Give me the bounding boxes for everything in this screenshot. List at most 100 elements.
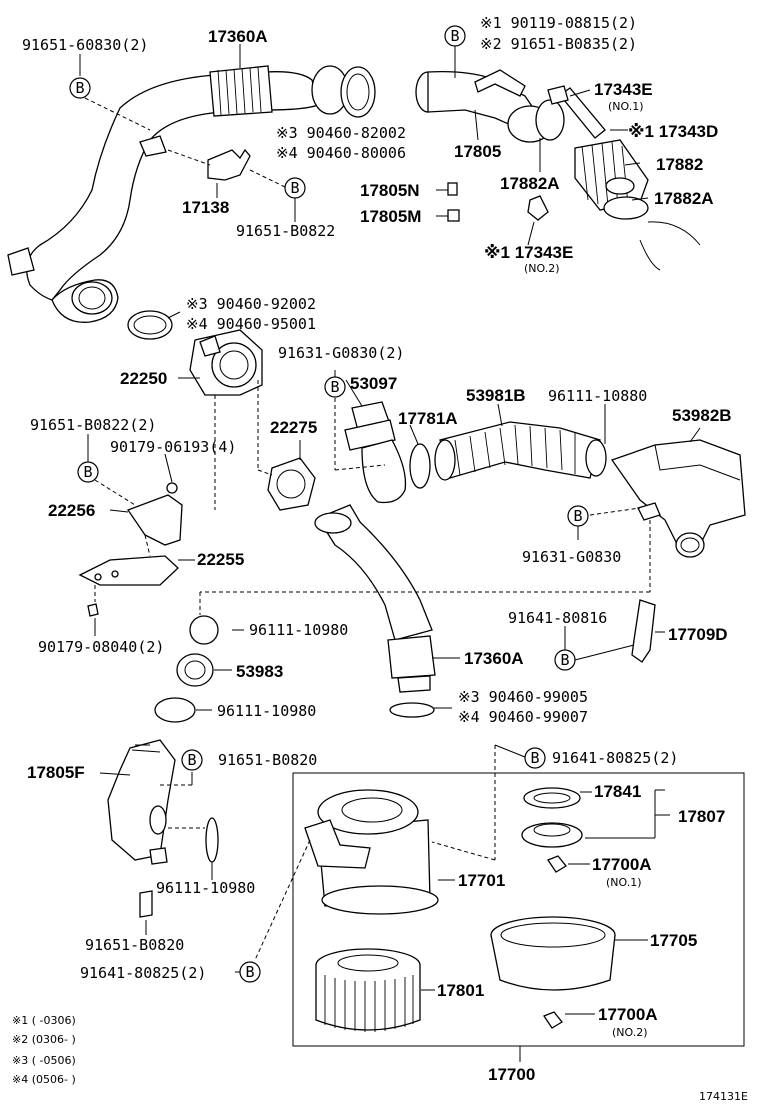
label-17360A-mid: 17360A <box>464 649 524 668</box>
label-91641-80825-b: 91641-80825(2) <box>80 964 206 982</box>
cap-17841 <box>521 787 583 848</box>
label-17781A: 17781A <box>398 409 458 428</box>
label-17700: 17700 <box>488 1065 535 1084</box>
label-17705: 17705 <box>650 931 697 950</box>
label-91651-B0820-b: 91651-B0820 <box>85 936 184 954</box>
intake-hose-17360A-mid <box>314 504 436 693</box>
filter-element-17801 <box>315 948 421 1032</box>
label-17805: 17805 <box>454 142 501 161</box>
label-22255: 22255 <box>197 550 244 569</box>
ref-marker-b-2: B <box>284 177 306 199</box>
ref-marker-b-3: B <box>444 25 466 47</box>
hose-17882 <box>574 139 649 220</box>
label-90460-95001: ※4 90460-95001 <box>186 315 316 333</box>
label-no1-b: (NO.1) <box>606 876 642 889</box>
throttle-body-22250 <box>127 310 263 396</box>
duct-17805F <box>107 739 219 918</box>
label-17807: 17807 <box>678 807 725 826</box>
label-17805M: 17805M <box>360 207 421 226</box>
hose-53981B <box>434 421 607 481</box>
label-17701: 17701 <box>458 871 505 890</box>
label-17360A-top: 17360A <box>208 27 268 46</box>
ref-marker-b-1: B <box>69 77 91 99</box>
ref-marker-b-8: B <box>181 749 203 771</box>
bracket-22256 <box>126 494 183 546</box>
footnote-3: ※3 ( -0506) <box>12 1054 76 1067</box>
label-96111-10980-a: 96111-10980 <box>249 621 348 639</box>
svg-text:B: B <box>560 651 569 669</box>
label-17343E-1: 17343E <box>594 80 653 99</box>
bracket-17709D <box>631 599 656 663</box>
ref-marker-b-4: B <box>324 376 346 398</box>
label-91631-G0830-2: 91631-G0830(2) <box>278 344 404 362</box>
label-90179-06193: 90179-06193(4) <box>110 438 236 456</box>
assembly-box-17700 <box>292 772 745 1047</box>
svg-text:B: B <box>530 749 539 767</box>
label-91631-G0830: 91631-G0830 <box>522 548 621 566</box>
clip-17138 <box>207 148 251 181</box>
label-90179-08040: 90179-08040(2) <box>38 638 164 656</box>
label-96111-10980-b: 96111-10980 <box>217 702 316 720</box>
label-17700A-2: 17700A <box>598 1005 658 1024</box>
part-labels: 91651-60830(2) 17360A ※3 90460-82002 ※4 … <box>22 14 732 1084</box>
label-17343D: ※1 17343D <box>628 122 718 141</box>
resonator-53097 <box>344 401 407 504</box>
footnote-1: ※1 ( -0306) <box>12 1014 76 1027</box>
clamp-17781A <box>409 443 431 489</box>
label-no1-a: (NO.1) <box>608 100 644 113</box>
clamp-96111-10980-a <box>189 615 219 645</box>
label-17882A-1: 17882A <box>500 174 560 193</box>
svg-text:B: B <box>290 179 299 197</box>
gasket-22275 <box>267 457 316 511</box>
label-91651-60830: 91651-60830(2) <box>22 36 148 54</box>
leader-lines <box>79 44 701 1062</box>
label-17882A-2: 17882A <box>654 189 714 208</box>
footnote-2: ※2 (0306- ) <box>12 1033 76 1046</box>
svg-text:B: B <box>75 79 84 97</box>
label-17841: 17841 <box>594 782 641 801</box>
ref-marker-b-7: B <box>554 649 576 671</box>
footnotes: ※1 ( -0306) ※2 (0306- ) ※3 ( -0506) ※4 (… <box>12 1014 76 1086</box>
ref-marker-b-9: B <box>524 747 546 769</box>
label-91651-B0822: 91651-B0822 <box>236 222 335 240</box>
clip-17700A-2 <box>543 1011 563 1029</box>
label-53981B: 53981B <box>466 386 526 405</box>
diagram-id: 174131E <box>699 1090 748 1103</box>
clip-17343E-2 <box>527 195 549 221</box>
clamp-90460-99005 <box>389 702 435 718</box>
ref-marker-b-10: B <box>239 961 261 983</box>
label-no2-a: (NO.2) <box>524 262 560 275</box>
intake-pipe-17360A-top <box>7 65 376 323</box>
label-90460-99007: ※4 90460-99007 <box>458 708 588 726</box>
label-90119-08815: ※1 90119-08815(2) <box>480 14 637 32</box>
label-90460-82002: ※3 90460-82002 <box>276 124 406 142</box>
label-53982B: 53982B <box>672 406 732 425</box>
label-91651-B0820-a: 91651-B0820 <box>218 751 317 769</box>
label-90460-80006: ※4 90460-80006 <box>276 144 406 162</box>
svg-text:B: B <box>330 378 339 396</box>
svg-text:B: B <box>450 27 459 45</box>
hose-53983 <box>176 653 214 687</box>
label-17801: 17801 <box>437 981 484 1000</box>
ref-marker-b-6: B <box>567 505 589 527</box>
label-17700A-1: 17700A <box>592 855 652 874</box>
label-96111-10980-c: 96111-10980 <box>156 879 255 897</box>
label-17709D: 17709D <box>668 625 728 644</box>
label-22256: 22256 <box>48 501 95 520</box>
clip-17700A-1 <box>547 855 567 873</box>
label-17805N: 17805N <box>360 181 420 200</box>
label-91651-B0835: ※2 91651-B0835(2) <box>480 35 637 53</box>
svg-text:B: B <box>573 507 582 525</box>
label-53983: 53983 <box>236 662 283 681</box>
label-96111-10880: 96111-10880 <box>548 387 647 405</box>
bracket-22255 <box>78 555 179 586</box>
footnote-4: ※4 (0506- ) <box>12 1073 76 1086</box>
resonator-53982B <box>610 439 746 558</box>
svg-text:B: B <box>187 751 196 769</box>
label-90460-92002: ※3 90460-92002 <box>186 295 316 313</box>
label-17343E-2: ※1 17343E <box>484 243 573 262</box>
label-91641-80825-a: 91641-80825(2) <box>552 749 678 767</box>
label-91651-B0822-2: 91651-B0822(2) <box>30 416 156 434</box>
